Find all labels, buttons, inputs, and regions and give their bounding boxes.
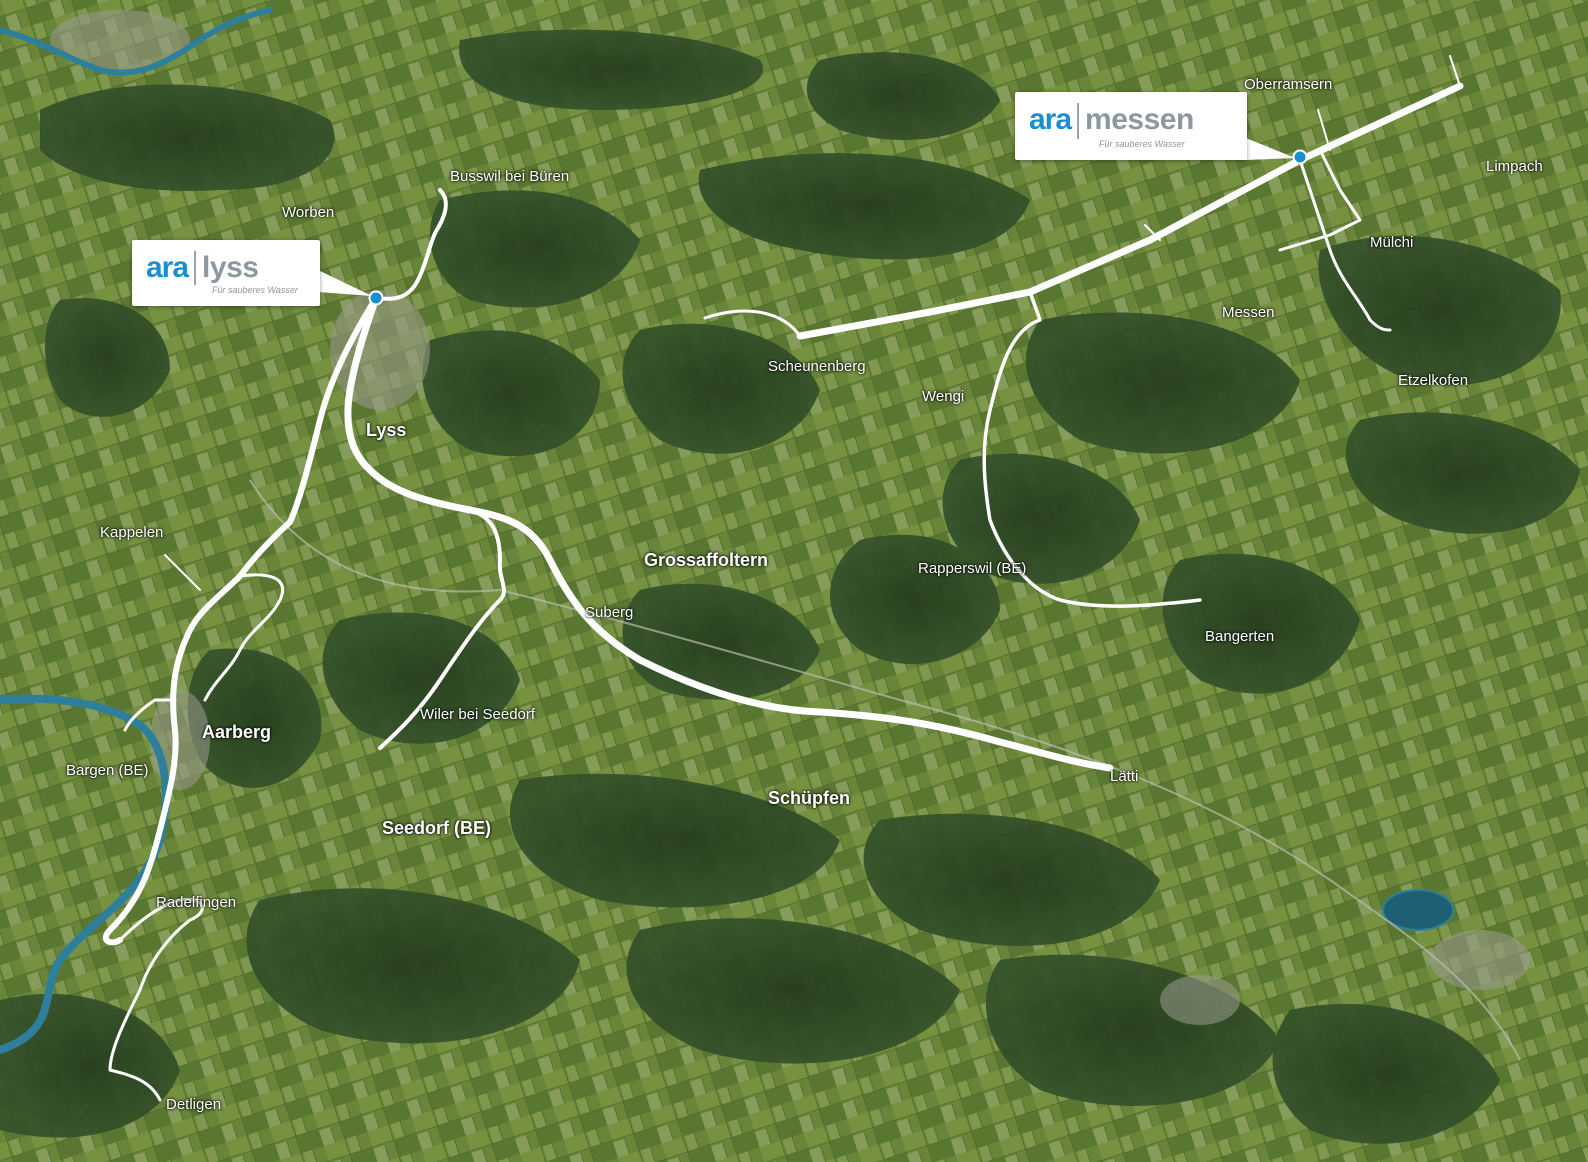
logo-plant-name: messen xyxy=(1085,103,1194,136)
place-label-grossaffoltern: Grossaffoltern xyxy=(644,550,769,570)
forest-patch xyxy=(1025,312,1300,454)
place-label-suberg: Suberg xyxy=(585,604,634,621)
pipeline-suberg-loop xyxy=(378,506,506,750)
pipeline-kappelen-spur xyxy=(164,554,201,591)
pipeline-branch-n2 xyxy=(1317,109,1331,151)
forest-patch xyxy=(246,888,580,1044)
forest-patch xyxy=(1272,1003,1500,1144)
settlement-area xyxy=(1160,975,1240,1025)
logo-pointer-messen xyxy=(1246,138,1295,160)
forest-layer xyxy=(0,29,1580,1144)
place-label-wengi: Wengi xyxy=(922,388,965,405)
settlement-area xyxy=(150,690,210,790)
forest-patch xyxy=(622,583,820,700)
pipeline-mulchi-loop xyxy=(1278,148,1362,252)
logo-brand-text: ara xyxy=(1029,103,1072,136)
logo-plant-name: lyss xyxy=(202,251,259,284)
ara-lyss-logo[interactable]: ara lyss Für sauberes Wasser xyxy=(132,240,320,306)
place-label-radelfingen: Radelfingen xyxy=(156,894,237,911)
pipeline-aarberg-west xyxy=(123,698,177,732)
place-label-oberramsern: Oberramsern xyxy=(1244,76,1333,93)
railway-layer xyxy=(249,479,1521,1061)
logo-brand-text: ara xyxy=(146,251,189,284)
forest-patch xyxy=(622,323,820,454)
plant-markers xyxy=(318,138,1308,306)
pipeline-kappelen xyxy=(203,573,284,702)
forest-patch xyxy=(459,29,764,110)
forest-patch xyxy=(806,52,1000,141)
place-label-lyss: Lyss xyxy=(366,420,407,440)
pipeline-mulchi xyxy=(1298,158,1392,332)
pipeline-branch-n3 xyxy=(1449,55,1461,87)
place-label-worben: Worben xyxy=(282,204,335,221)
forest-patch xyxy=(863,813,1160,946)
pipeline-branch-n1 xyxy=(1144,224,1161,241)
forest-patch xyxy=(322,612,520,744)
place-label-rapperswil: Rapperswil (BE) xyxy=(918,560,1027,577)
pipeline-scheunenberg xyxy=(703,309,802,338)
forest-patch xyxy=(45,298,170,417)
ara-messen-logo[interactable]: ara messen Für sauberes Wasser xyxy=(1015,92,1247,160)
place-label-mulchi: Mülchi xyxy=(1370,234,1414,251)
forest-patch xyxy=(1318,235,1561,386)
forest-patch xyxy=(626,918,960,1064)
forest-patch xyxy=(0,993,180,1138)
place-label-limpach: Limpach xyxy=(1486,158,1543,175)
forest-patch xyxy=(830,534,1000,665)
forest-patch xyxy=(1345,412,1580,534)
river-top xyxy=(0,7,273,76)
railway-line xyxy=(249,479,1521,1061)
forest-patch xyxy=(1162,553,1360,694)
forest-patch xyxy=(187,648,322,788)
forest-patch xyxy=(698,153,1030,260)
pipeline-wengi-rapperswil xyxy=(982,290,1202,608)
pipeline-lyss-north xyxy=(374,188,448,301)
settlement-area xyxy=(50,10,190,70)
forest-patch xyxy=(422,330,600,457)
pipeline-lyss-aarberg xyxy=(102,295,379,946)
place-label-scheunenberg: Scheunenberg xyxy=(768,358,866,375)
pipeline-network xyxy=(102,55,1464,1102)
place-label-latti: Lätti xyxy=(1110,768,1139,785)
pipeline-main-lyss xyxy=(344,294,1114,772)
pipeline-main-messen xyxy=(796,82,1464,340)
forest-patch xyxy=(509,773,840,908)
treatment-plant-marker-icon[interactable] xyxy=(368,290,384,306)
place-label-detligen: Detligen xyxy=(166,1096,222,1113)
logo-pointer-lyss xyxy=(318,270,372,296)
place-label-seedorf: Seedorf (BE) xyxy=(382,818,492,838)
place-label-bangerten: Bangerten xyxy=(1205,628,1275,645)
place-label-wiler: Wiler bei Seedorf xyxy=(420,706,536,723)
logo-tagline: Für sauberes Wasser xyxy=(1099,139,1185,149)
pipeline-radelfingen-detligen xyxy=(108,897,204,1102)
logo-separator xyxy=(1077,103,1080,139)
treatment-plant-marker-icon[interactable] xyxy=(1292,149,1308,165)
forest-patch xyxy=(942,453,1140,584)
place-label-etzelkofen: Etzelkofen xyxy=(1398,372,1469,389)
place-label-bargen: Bargen (BE) xyxy=(66,762,149,779)
forest-patch xyxy=(40,84,335,191)
place-label-kappelen: Kappelen xyxy=(100,524,164,541)
place-label-messen: Messen xyxy=(1222,304,1275,321)
forest-patch xyxy=(430,190,640,308)
place-label-aarberg: Aarberg xyxy=(202,722,272,742)
place-label-busswil: Busswil bei Büren xyxy=(450,168,570,185)
lake xyxy=(1382,889,1454,931)
settlement-area xyxy=(1430,930,1530,990)
logo-tagline: Für sauberes Wasser xyxy=(212,285,298,295)
place-label-schupfen: Schüpfen xyxy=(768,788,851,808)
logo-separator xyxy=(194,251,197,285)
